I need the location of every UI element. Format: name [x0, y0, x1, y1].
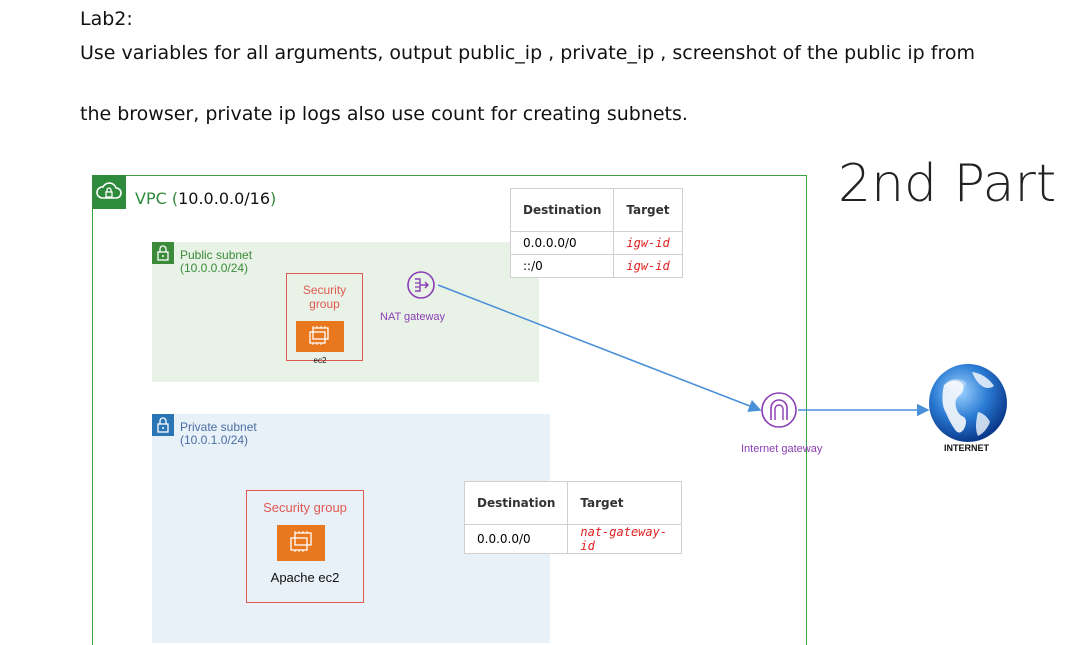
column-header: Target	[613, 188, 683, 232]
lab-title: Lab2:	[80, 8, 133, 30]
public-security-group-label: Security group	[302, 283, 347, 311]
table-row: 0.0.0.0/0 nat-gateway-id	[463, 524, 682, 554]
instruction-line-2: the browser, private ip logs also use co…	[80, 103, 688, 125]
globe-icon	[929, 364, 1007, 442]
private-security-group-label: Security group	[263, 500, 347, 515]
apache-ec2-label: Apache ec2	[270, 570, 340, 585]
lock-icon	[152, 414, 174, 436]
nat-to-igw-arrow	[437, 284, 762, 412]
target-cell: igw-id	[613, 254, 683, 278]
internet-gateway-label: Internet gateway	[741, 443, 823, 455]
column-header: Destination	[509, 188, 615, 232]
destination-cell: ::/0	[509, 254, 615, 278]
nat-gateway-icon	[406, 270, 436, 300]
lock-icon	[152, 242, 174, 264]
public-security-group	[286, 273, 363, 361]
table-row: 0.0.0.0/0 igw-id	[509, 231, 683, 255]
private-route-table: Destination Target 0.0.0.0/0 nat-gateway…	[463, 481, 682, 554]
cloud-icon	[92, 175, 126, 209]
vpc-label: VPC (10.0.0.0/16)	[135, 189, 277, 208]
part-label: 2nd Part	[838, 154, 1057, 214]
private-security-group	[246, 490, 364, 603]
public-route-table: Destination Target 0.0.0.0/0 igw-id ::/0…	[509, 188, 683, 278]
target-cell: nat-gateway-id	[567, 524, 682, 554]
table-row: ::/0 igw-id	[509, 254, 683, 278]
internet-gateway-icon	[761, 392, 797, 428]
destination-cell: 0.0.0.0/0	[509, 231, 615, 255]
column-header: Target	[567, 481, 682, 525]
internet-label: INTERNET	[944, 443, 989, 453]
nat-gateway-label: NAT gateway	[380, 311, 446, 323]
destination-cell: 0.0.0.0/0	[463, 524, 569, 554]
ec2-chip-icon	[277, 525, 325, 561]
instruction-line-1: Use variables for all arguments, output …	[80, 42, 975, 64]
private-subnet-label: Private subnet (10.0.1.0/24)	[180, 420, 257, 447]
public-subnet-label: Public subnet (10.0.0.0/24)	[180, 248, 253, 275]
ec2-label: ec2	[313, 356, 327, 365]
ec2-chip-icon	[296, 321, 344, 352]
public-subnet	[152, 242, 539, 382]
